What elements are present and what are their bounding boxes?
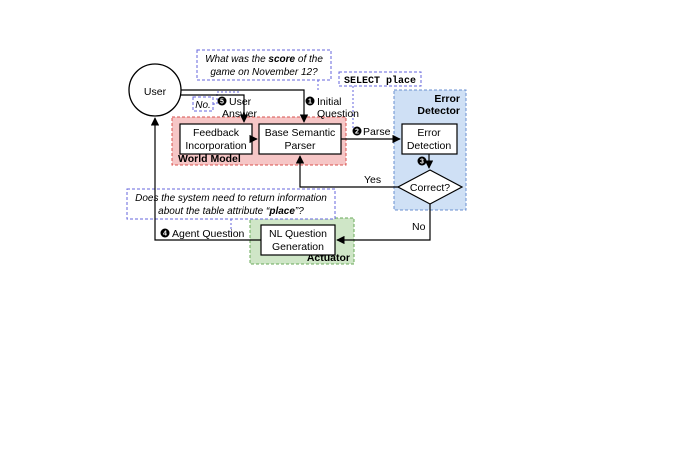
agent-question-label: Agent Question: [172, 228, 245, 240]
user-answer-label-line1: User: [229, 96, 252, 108]
feedback-incorporation-node: [179, 123, 253, 155]
initial-question-label-line2: Question: [317, 108, 359, 120]
edge-yes: [295, 155, 398, 188]
world-model-label: World Model: [178, 153, 241, 165]
nlq-node-line2: Generation: [272, 241, 324, 253]
parse-label: Parse: [363, 126, 391, 138]
parser-node-line1: Base Semantic: [265, 127, 336, 139]
svg-text:3: 3: [420, 159, 424, 166]
question-callout-line2: game on November 12?: [210, 67, 318, 78]
error-detector-label-line2: Detector: [417, 105, 460, 117]
step-5-badge: [217, 96, 227, 106]
sql-callout: [338, 71, 422, 87]
user-answer-label-line2: Answer: [222, 108, 258, 120]
sql-callout-text: SELECT place: [344, 75, 416, 87]
error-detector-label-line1: Error: [434, 93, 460, 105]
edge-initial-question: [181, 89, 309, 123]
nl-question-generation-node: [260, 224, 336, 256]
user-node-label: User: [144, 86, 167, 98]
step-1-badge: [305, 96, 315, 106]
nlq-node-line1: NL Question: [269, 228, 327, 240]
feedback-node-line2: Incorporation: [185, 140, 246, 152]
error-detection-node-line1: Error: [417, 127, 441, 139]
step-4-badge: [160, 228, 170, 238]
error-detection-node-line2: Detection: [407, 140, 452, 152]
yes-label: Yes: [364, 174, 381, 186]
edge-no: [336, 204, 431, 245]
edge-user-answer: [181, 94, 249, 123]
initial-question-label-line1: Initial: [317, 96, 342, 108]
step-2-badge: [352, 126, 362, 136]
question-callout-line1: What was the score of the: [205, 54, 323, 65]
correct-decision-label: Correct?: [410, 182, 450, 194]
svg-text:5: 5: [220, 99, 224, 106]
svg-text:4: 4: [163, 231, 167, 238]
no-label: No: [412, 221, 426, 233]
feedback-node-line1: Feedback: [193, 127, 240, 139]
parser-node-line2: Parser: [285, 140, 316, 152]
svg-text:2: 2: [355, 129, 359, 136]
svg-text:1: 1: [308, 99, 312, 106]
step-3-badge: [417, 156, 427, 166]
user-answer-callout-text: No.: [195, 100, 211, 111]
question-callout: [196, 49, 332, 81]
agent-question-callout-line2: about the table attribute “place”?: [158, 206, 304, 217]
base-semantic-parser-node: [258, 123, 342, 155]
edge-agent-question: [150, 117, 261, 241]
agent-question-callout-line1: Does the system need to return informati…: [135, 193, 327, 204]
